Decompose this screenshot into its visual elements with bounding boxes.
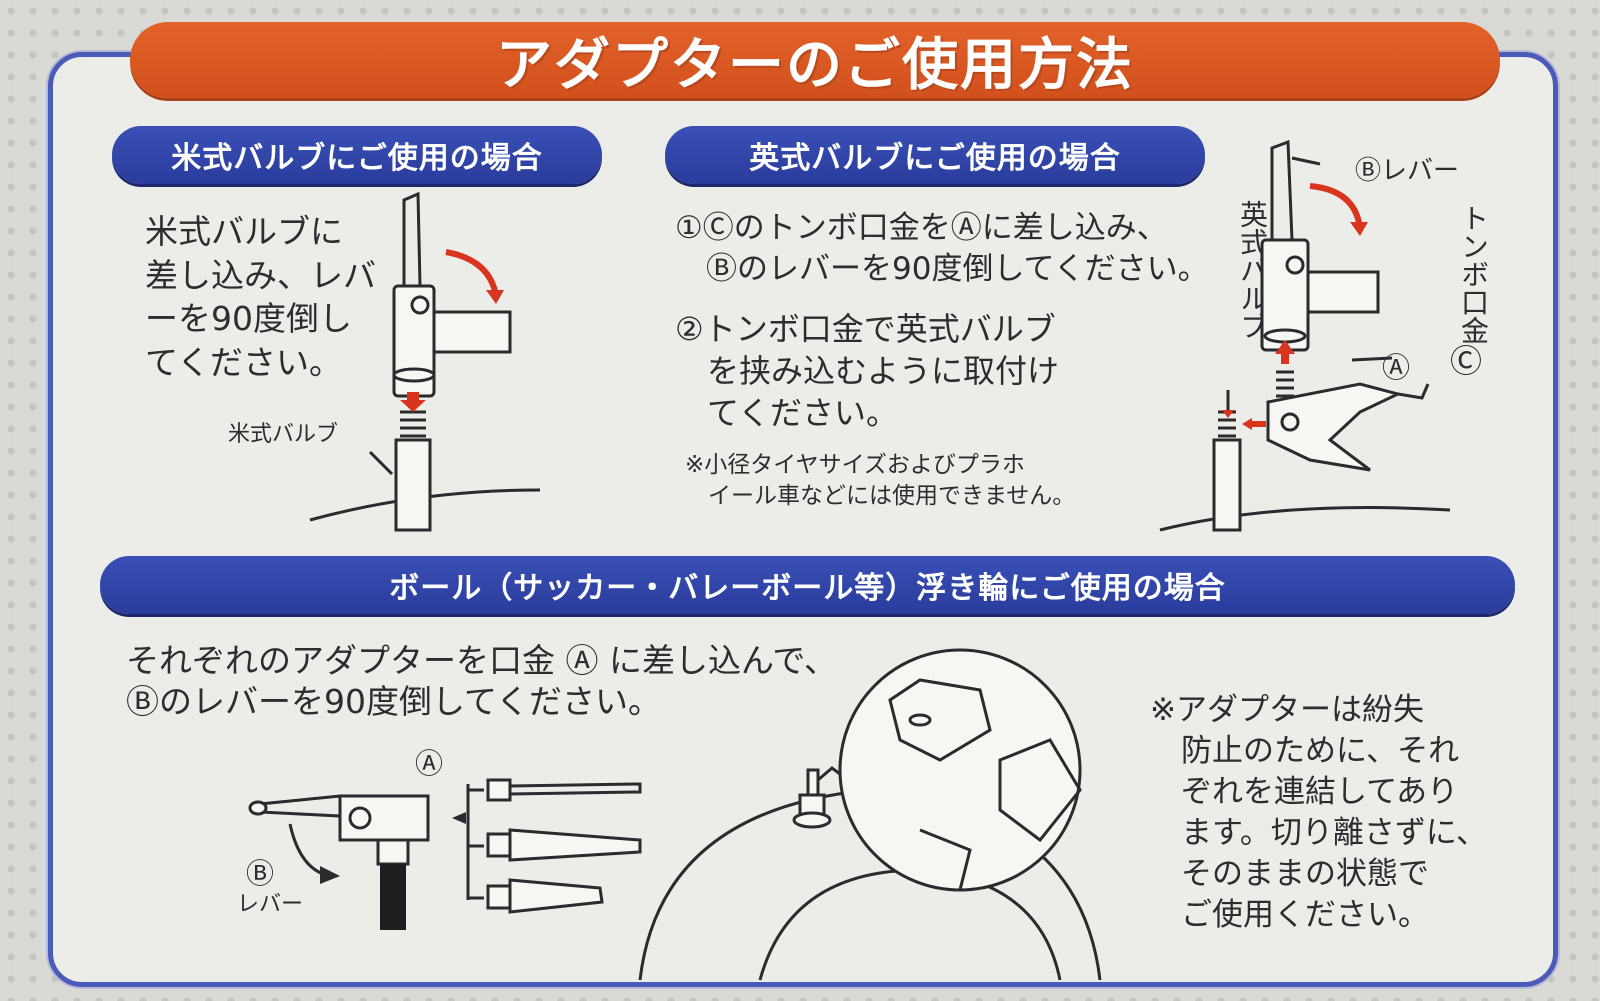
ball-heading-text: ボール（サッカー・バレーボール等）浮き輪にご使用の場合 (389, 571, 1226, 606)
ball-note: ※アダプターは紛失 防止のために、それ ぞれを連結してあり ます。切り離さずに、… (1150, 692, 1487, 933)
us-valve-label: 米式バルブ (228, 422, 339, 447)
uk-valve-step2: ②トンボ口金で英式バルブ を挟み込むように取付け てください。 (675, 310, 1060, 433)
us-valve-heading-text: 米式バルブにご使用の場合 (171, 141, 543, 176)
instruction-panel (48, 52, 1558, 987)
ball-instructions: それぞれのアダプターを口金 Ⓐ に差し込んで、 Ⓑのレバーを90度倒してください… (126, 641, 838, 722)
page-title: アダプターのご使用方法 (496, 32, 1134, 98)
us-valve-instructions: 米式バルブに 差し込み、レバ ーを90度倒し てください。 (145, 212, 376, 382)
uk-valve-step1: ①Ⓒのトンボ口金をⒶに差し込み、 Ⓑのレバーを90度倒してください。 (675, 210, 1209, 287)
uk-valve-heading-text: 英式バルブにご使用の場合 (749, 141, 1121, 176)
clip-mark: Ⓒ (1450, 342, 1483, 380)
ball-heading: ボール（サッカー・バレーボール等）浮き輪にご使用の場合 (100, 556, 1515, 614)
title-banner: アダプターのご使用方法 (130, 22, 1500, 98)
ball-float-illustration (638, 648, 1102, 981)
uk-lever-label: Ⓑレバー (1355, 156, 1460, 186)
ball-mark-a: Ⓐ (415, 747, 444, 780)
adapter-illustration (248, 778, 642, 930)
ball-lever-label: レバー (237, 892, 304, 917)
uk-valve-illustration (1159, 139, 1451, 532)
us-valve-heading: 米式バルブにご使用の場合 (112, 126, 602, 184)
ball-mark-b: Ⓑ (246, 857, 275, 890)
uk-valve-heading: 英式バルブにご使用の場合 (665, 126, 1205, 184)
us-valve-illustration (309, 191, 541, 532)
mouth-mark: Ⓐ (1382, 351, 1411, 384)
uk-valve-note: ※小径タイヤサイズおよびプラホ イール車などには使用できません。 (685, 452, 1076, 510)
clip-label: トンボ口金 (1457, 204, 1490, 344)
